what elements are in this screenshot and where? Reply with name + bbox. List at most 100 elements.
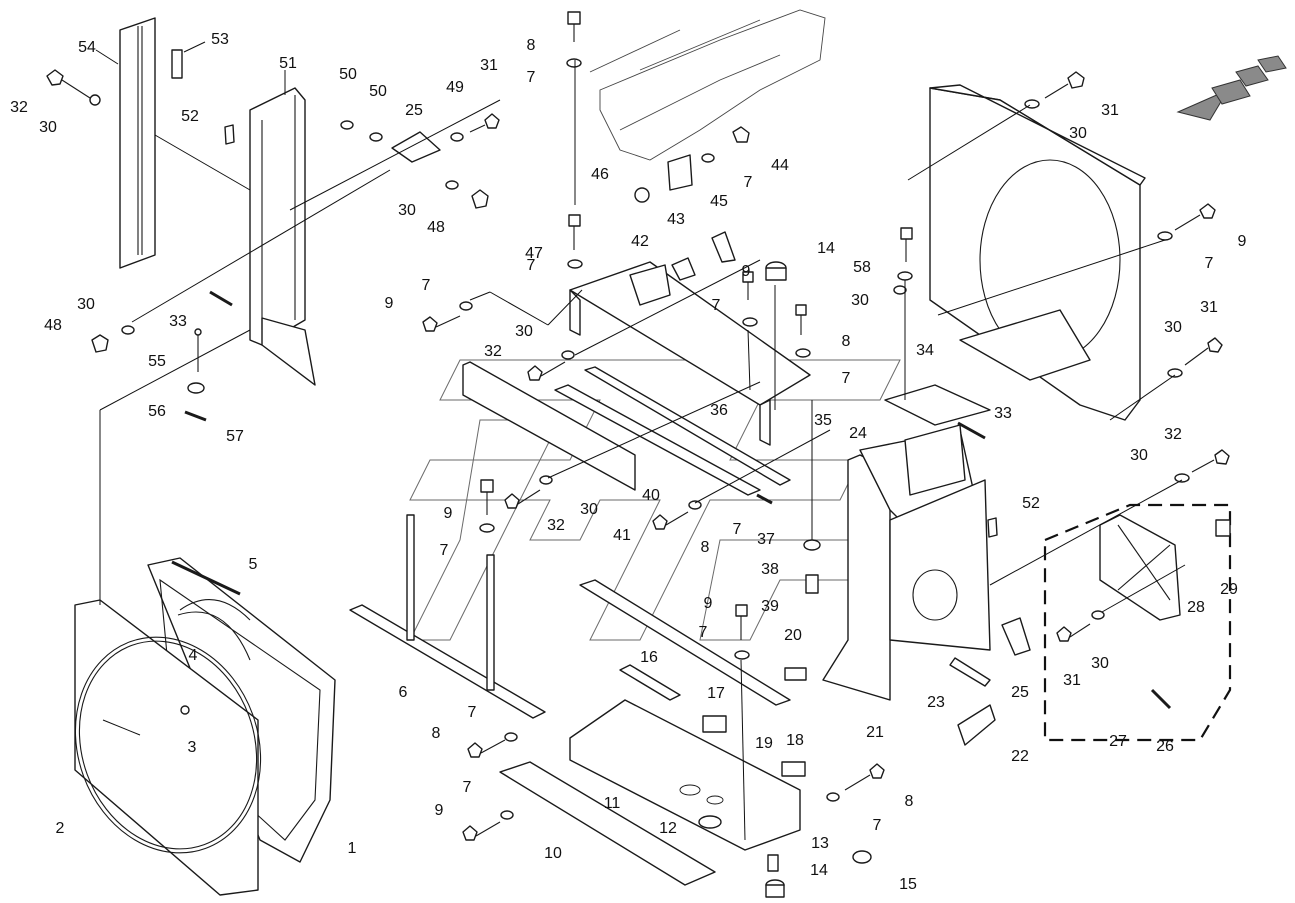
part-6-lower-frame [349,514,546,719]
callout-9: 9 [385,295,394,312]
callout-39: 39 [761,598,779,615]
part-28-bracket [1099,514,1181,621]
callout-7: 7 [733,521,742,538]
callout-30: 30 [1130,447,1148,464]
part-21-duct [822,424,991,701]
callout-6: 6 [399,684,408,701]
part-18-pad [781,761,806,777]
callout-30: 30 [1091,655,1109,672]
part-20-pad [784,667,807,681]
callout-7: 7 [527,257,536,274]
leader-lines [95,41,1186,841]
callout-20: 20 [784,627,802,644]
callout-16: 16 [640,649,658,666]
part-10-pad [499,761,716,886]
callout-12: 12 [659,820,677,837]
callout-7: 7 [712,297,721,314]
callout-30: 30 [580,501,598,518]
callout-30: 30 [1069,125,1087,142]
callout-7: 7 [422,277,431,294]
callout-54: 54 [78,39,96,56]
callout-52: 52 [1022,495,1040,512]
callout-29: 29 [1220,581,1238,598]
callout-50: 50 [339,66,357,83]
callout-8: 8 [905,793,914,810]
callout-18: 18 [786,732,804,749]
callout-25: 25 [1011,684,1029,701]
part-22-bracket [957,704,996,746]
callout-7: 7 [527,69,536,86]
callout-22: 22 [1011,748,1029,765]
callout-50: 50 [369,83,387,100]
callout-30: 30 [515,323,533,340]
part-24-plate [884,384,991,426]
callout-56: 56 [148,403,166,420]
callout-35: 35 [814,412,832,429]
part-29-clip [1215,519,1231,537]
callout-58: 58 [853,259,871,276]
callout-47: 47 [525,245,543,262]
chassis-frame [589,9,826,161]
callout-45: 45 [710,193,728,210]
callout-19: 19 [755,735,773,752]
callout-28: 28 [1187,599,1205,616]
callout-53: 53 [211,31,229,48]
callout-15: 15 [899,876,917,893]
callout-43: 43 [667,211,685,228]
callout-46: 46 [591,166,609,183]
callout-30: 30 [1164,319,1182,336]
callout-48: 48 [44,317,62,334]
callout-32: 32 [547,517,565,534]
part-19-strip [579,579,791,706]
callout-9: 9 [444,505,453,522]
callout-57: 57 [226,428,244,445]
part-40-strip [554,384,761,496]
part-23-rod [949,657,991,687]
callout-30: 30 [77,296,95,313]
callout-7: 7 [440,542,449,559]
callout-7: 7 [744,174,753,191]
callout-8: 8 [527,37,536,54]
callout-32: 32 [1164,426,1182,443]
callout-51: 51 [279,55,297,72]
callout-27: 27 [1109,733,1127,750]
callout-2: 2 [56,820,65,837]
callout-7: 7 [699,624,708,641]
callout-33: 33 [169,313,187,330]
part-54-strip [119,17,156,269]
callout-23: 23 [927,694,945,711]
callout-7: 7 [463,779,472,796]
callout-32: 32 [484,343,502,360]
callout-36: 36 [710,402,728,419]
part-42-bracket [671,257,696,281]
callout-9: 9 [742,263,751,280]
callout-1: 1 [348,840,357,857]
callout-41: 41 [613,527,631,544]
callout-30: 30 [39,119,57,136]
callout-8: 8 [842,333,851,350]
callout-30: 30 [398,202,416,219]
callout-34: 34 [916,342,934,359]
part-17-pad [702,715,727,733]
callout-14: 14 [810,862,828,879]
callout-7: 7 [1205,255,1214,272]
callout-9: 9 [704,595,713,612]
callout-30: 30 [851,292,869,309]
direction-arrow-icon [1176,55,1287,121]
callout-24: 24 [849,425,867,442]
part-16-pad [619,664,681,701]
callout-10: 10 [544,845,562,862]
part-36-strip [584,366,791,486]
callout-4: 4 [189,647,198,664]
callout-37: 37 [757,531,775,548]
callout-11: 11 [604,795,621,812]
part-34-fan-cowl [929,84,1146,421]
part-43-bracket [711,231,736,263]
callout-17: 17 [707,685,725,702]
callout-9: 9 [435,802,444,819]
callout-31: 31 [1063,672,1081,689]
callout-42: 42 [631,233,649,250]
callout-31: 31 [1101,102,1119,119]
callout-25: 25 [405,102,423,119]
